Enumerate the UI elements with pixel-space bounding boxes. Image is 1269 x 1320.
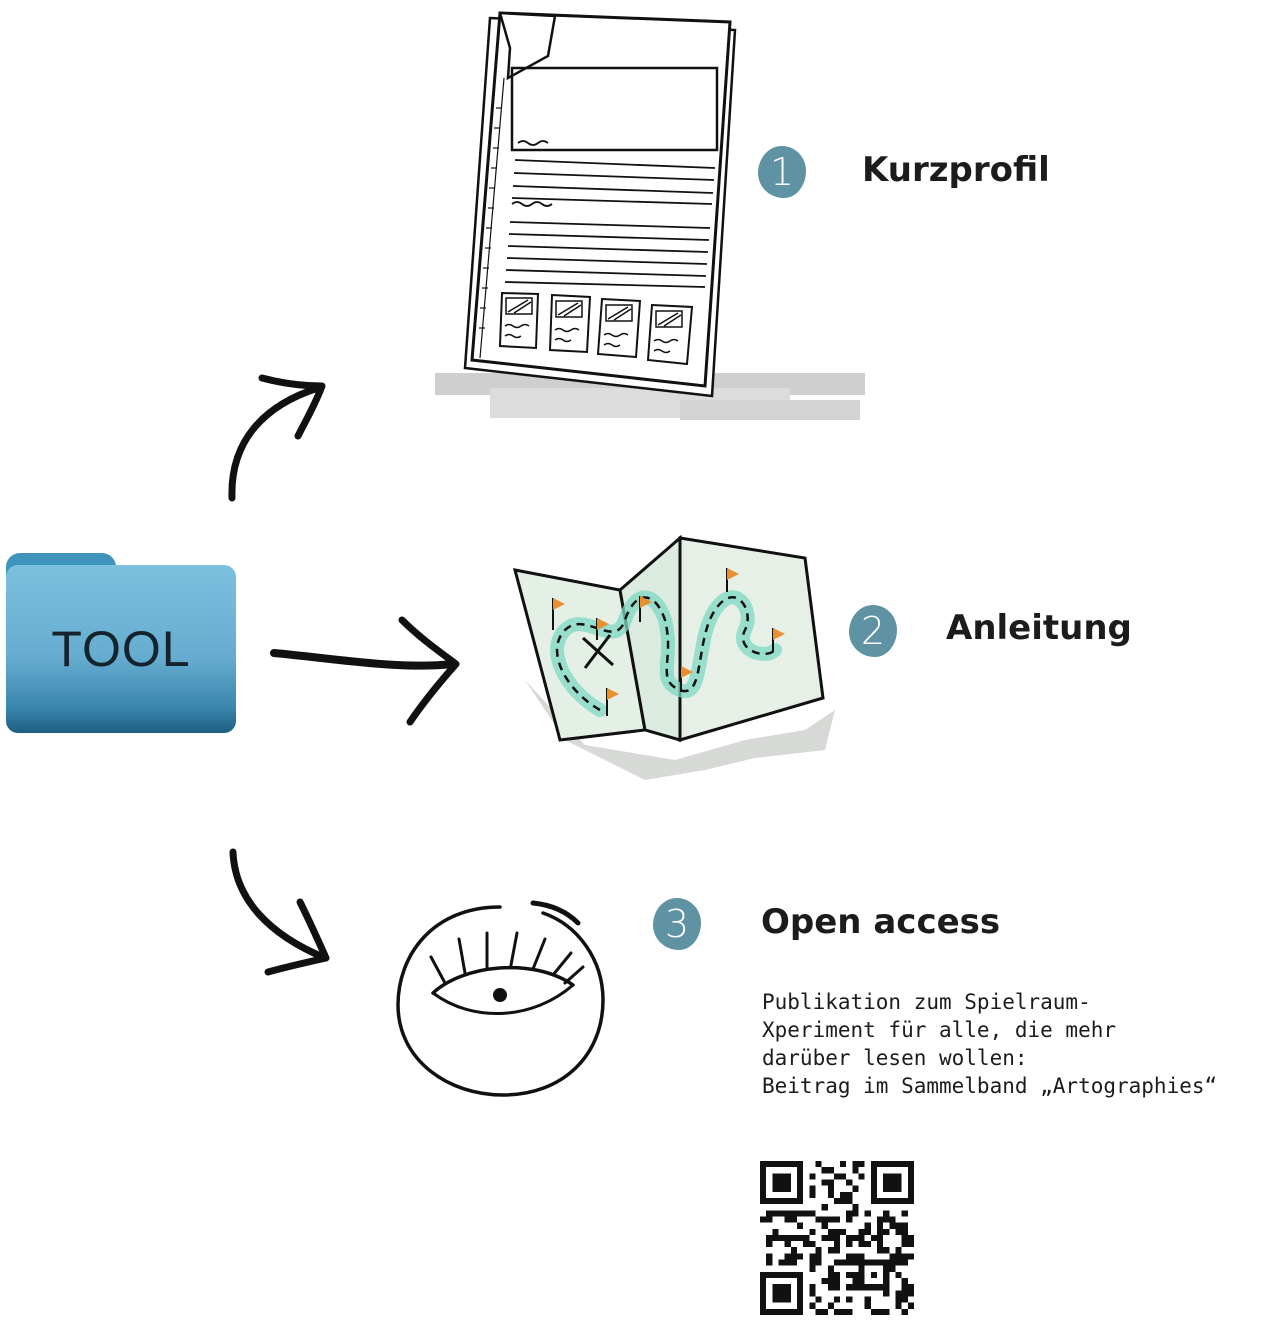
- treasure-map-icon: [512, 534, 835, 780]
- step-1-title[interactable]: Kurzprofil: [862, 150, 1050, 190]
- step-2-badge: 2: [849, 605, 897, 657]
- step-3-title[interactable]: Open access: [761, 902, 1001, 942]
- description-line: Beitrag im Sammelband „Artographies“: [762, 1074, 1218, 1098]
- tool-folder[interactable]: TOOL: [6, 553, 236, 733]
- step-3-badge: 3: [653, 898, 701, 950]
- folder-label: TOOL: [51, 621, 191, 677]
- eye-icon: [396, 900, 605, 1097]
- document-icon: [435, 11, 865, 420]
- step-1-badge: 1: [758, 146, 806, 198]
- description-line: Xperiment für alle, die mehr: [762, 1018, 1117, 1042]
- qr-code-icon[interactable]: [760, 1161, 914, 1315]
- description-line: Publikation zum Spielraum-: [762, 990, 1091, 1014]
- step-2-title[interactable]: Anleitung: [946, 608, 1132, 648]
- open-access-description: Publikation zum Spielraum- Xperiment für…: [762, 988, 1217, 1100]
- description-line: darüber lesen wollen:: [762, 1046, 1028, 1070]
- folder-body: [6, 565, 236, 733]
